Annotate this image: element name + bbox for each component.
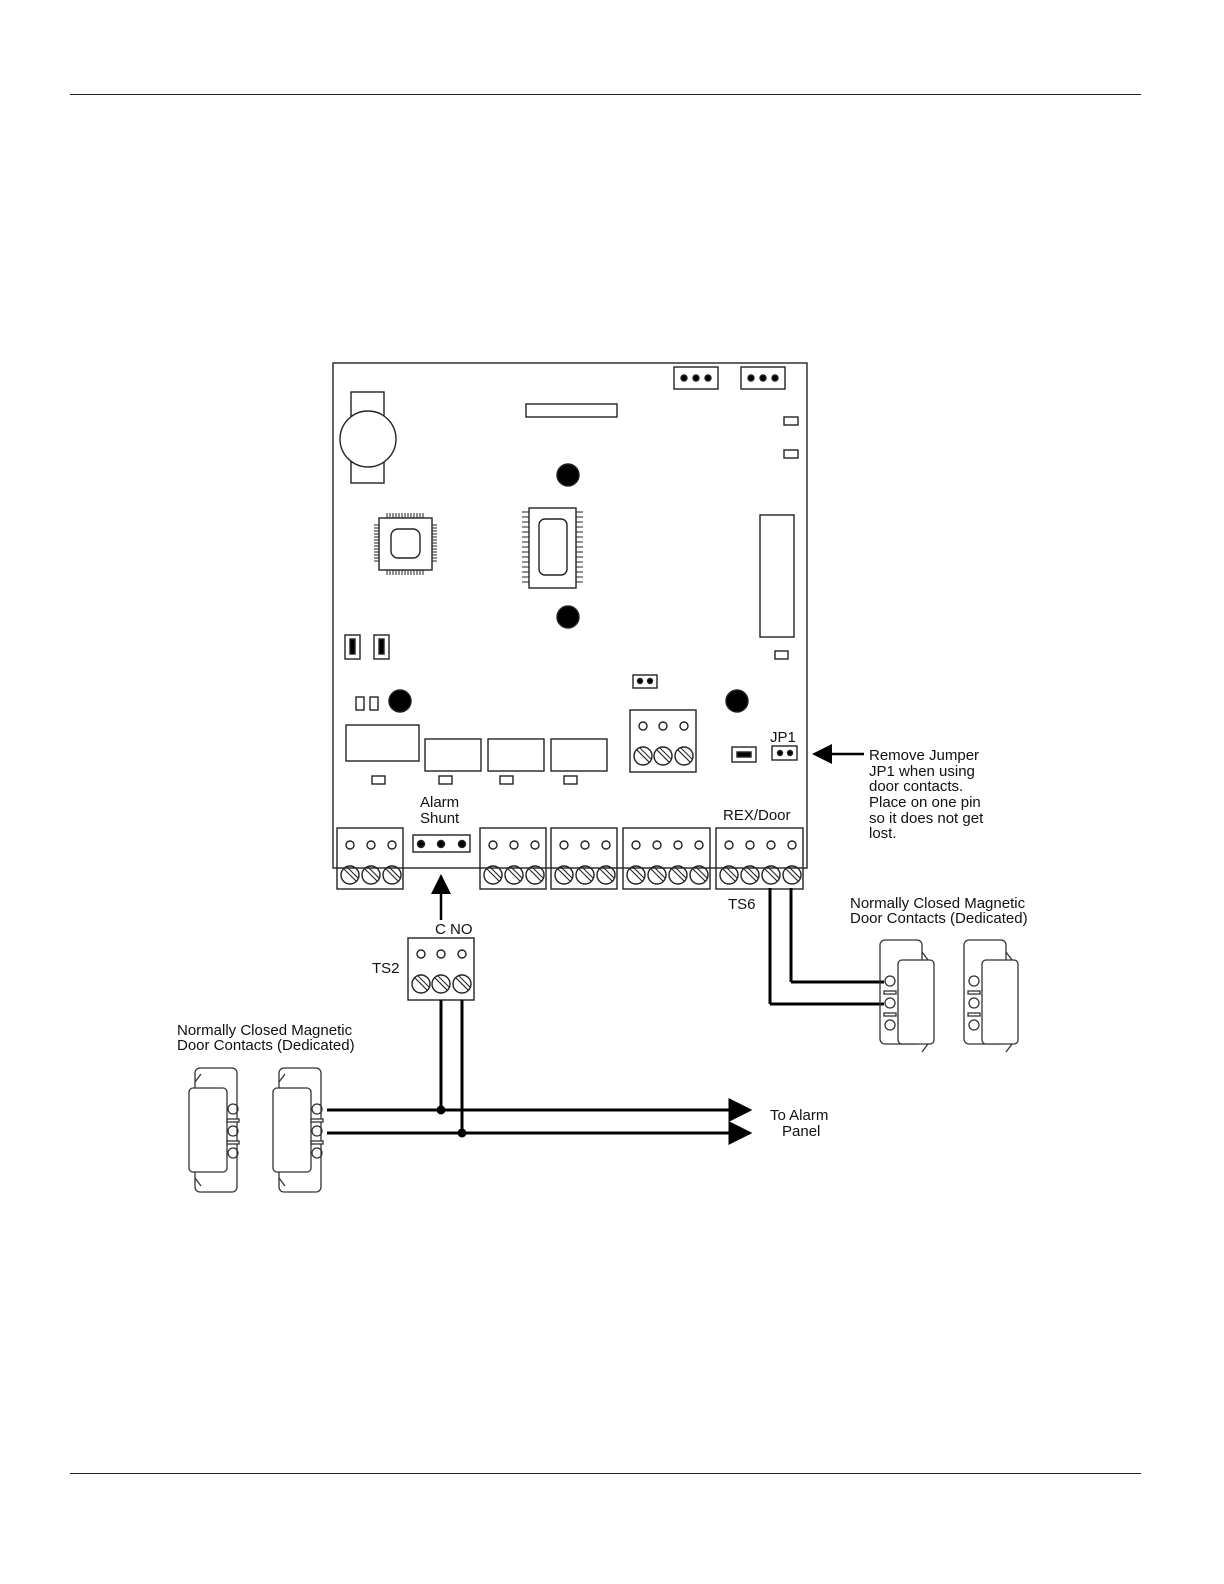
edge-connector-slot — [526, 404, 617, 417]
mounting-hole — [389, 690, 411, 712]
wiring — [327, 888, 884, 1138]
battery-icon — [340, 392, 396, 483]
relay-block — [425, 739, 481, 771]
ts2-terminal-block — [408, 938, 474, 1000]
terminal-block — [716, 828, 803, 889]
alarm-shunt-label-line2: Shunt — [420, 810, 460, 827]
mounting-hole — [557, 606, 579, 628]
jp1-jumper — [772, 746, 797, 760]
jumper-note-line: lost. — [869, 825, 897, 842]
top-header-2 — [741, 367, 785, 389]
terminal-block — [337, 828, 403, 889]
terminal-block — [551, 828, 617, 889]
jumper-note-line: Place on one pin — [869, 794, 981, 811]
left-contacts-caption: Normally Closed Magnetic Door Contacts (… — [177, 1022, 355, 1054]
magnetic-contact-icon — [189, 1068, 239, 1192]
left-caption-line: Door Contacts (Dedicated) — [177, 1037, 355, 1054]
jumper-note: Remove Jumper JP1 when using door contac… — [869, 747, 984, 842]
top-header-1 — [674, 367, 718, 389]
jumper-note-line: door contacts. — [869, 778, 963, 795]
ts2-label: TS2 — [372, 960, 400, 977]
terminal-block — [623, 828, 710, 889]
mounting-hole — [726, 690, 748, 712]
magnetic-contact-icon — [273, 1068, 323, 1192]
jumper-note-line: Remove Jumper — [869, 747, 979, 764]
magnetic-contact-icon — [964, 940, 1018, 1052]
door-contacts — [189, 940, 1018, 1192]
rex-door-label: REX/Door — [723, 807, 791, 824]
mounting-hole — [557, 464, 579, 486]
to-alarm-label-line2: Panel — [782, 1123, 820, 1140]
right-contacts-caption: Normally Closed Magnetic Door Contacts (… — [850, 895, 1028, 927]
relay-block — [551, 739, 607, 771]
ribbon-connector — [760, 515, 794, 637]
terminal-block — [480, 828, 546, 889]
jp1-label: JP1 — [770, 729, 796, 746]
c-no-label: C NO — [435, 921, 473, 938]
onboard-terminal-block — [630, 710, 696, 772]
alarm-shunt-header — [413, 835, 470, 852]
right-caption-line: Door Contacts (Dedicated) — [850, 910, 1028, 927]
relay-block — [346, 725, 419, 761]
alarm-shunt-label-line1: Alarm — [420, 794, 459, 811]
ts6-label: TS6 — [728, 896, 756, 913]
qfp-chip-icon — [374, 513, 437, 575]
soic-chip-icon — [522, 508, 583, 588]
relay-block — [488, 739, 544, 771]
bottom-terminal-row — [337, 828, 803, 889]
to-alarm-label-line1: To Alarm — [770, 1107, 828, 1124]
magnetic-contact-icon — [880, 940, 934, 1052]
